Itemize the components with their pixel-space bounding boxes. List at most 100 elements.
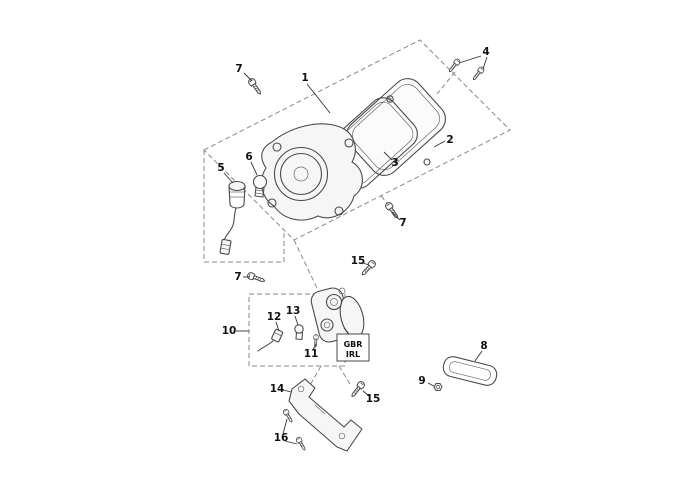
bolt-icon-16a [281,407,295,424]
wire-connector-line-2 [220,247,230,251]
leader-15a [362,262,370,266]
bracket-boss [338,287,346,295]
leader-12 [275,321,280,332]
license-bracket [288,378,363,452]
housing-mount-hole-3 [334,206,344,216]
housing-mount-hole-1 [272,142,282,152]
housing-bulb-opening-outer [273,146,329,202]
leader-4a [458,55,482,64]
screw-icon-4a [446,57,462,74]
part-callout-7b: 7 [399,217,406,229]
part-callout-6: 6 [245,151,252,163]
license-bracket-body [288,378,363,452]
part-callout-11: 11 [304,348,319,360]
connector-dashed-3 [436,71,456,95]
part-callout-3: 3 [391,157,398,169]
socket-wire [223,207,237,241]
part-callout-15b: 15 [366,393,381,405]
leader-7a [243,72,253,82]
connector-dashed-5 [338,365,351,385]
reflector [442,356,498,386]
part-callout-16: 16 [274,432,289,444]
bolt-icon-16b [294,435,308,452]
part-callouts: 7 1 4 2 3 5 6 7 7 15 10 12 13 11 8 9 14 … [217,46,489,444]
tail-lens [346,78,446,176]
grommet-hole-large [325,293,343,311]
reflector-inner [449,361,491,381]
leader-1 [306,83,331,114]
region-code-line2: IRL [346,350,360,359]
leader-13 [294,315,299,326]
nut-icon-9 [433,383,443,391]
reflector-outline [442,356,498,386]
lead-wire-12 [257,328,284,352]
leader-9 [427,382,435,387]
bulb-base-thread-2 [254,192,264,195]
screw-icon-7b [383,200,401,221]
part-callout-14: 14 [270,383,285,395]
lens-screw-hole-top [386,95,394,103]
part-callout-9: 9 [418,375,425,387]
wire12-cable [257,340,274,352]
leader-5 [223,172,234,184]
wire12-connector-line [274,332,282,337]
leader-16b [284,440,298,445]
main-assembly-dashed-parallelogram [203,39,511,241]
part-callout-1: 1 [301,72,308,84]
housing-bulb-opening-center [293,166,309,182]
connector-dashed-4 [308,365,322,388]
housing-mount-hole-4 [344,138,354,148]
lens-screw-hole-bottom [423,158,431,166]
region-code-box: GBR IRL [336,327,370,362]
bulb-glass [252,174,268,190]
part-callout-4: 4 [482,46,489,58]
leader-16a [282,418,288,435]
leader-lines [223,55,488,445]
screw-icon-7c [246,271,267,285]
socket-rim [228,180,246,192]
tail-light-housing [261,123,363,221]
screw-icon-15b [348,379,367,400]
lens-outline [346,78,446,176]
small-bulb-glass [294,324,304,334]
part-callout-5: 5 [217,162,224,174]
part-callout-10: 10 [222,325,237,337]
leader-7b [391,211,401,221]
connector-dashed-1 [293,239,318,289]
bulb-base [254,186,265,198]
leader-6 [250,161,258,176]
bulb-socket-assembly [219,180,246,255]
part-callout-2: 2 [446,134,453,146]
grommet-hole-large-center [330,298,338,306]
rear-bracket-unit [310,287,365,343]
screw-icon-7a [246,76,264,97]
bracket-slot [314,404,326,415]
leader-11 [312,343,317,351]
leader-2 [433,140,446,148]
part-callout-15a: 15 [351,255,366,267]
small-bulb-13 [294,324,304,341]
bulb-base-thread-1 [254,189,265,192]
part-callout-7a: 7 [235,63,242,75]
part-callout-12: 12 [267,311,282,323]
tail-bulb [252,174,268,198]
socket-body [228,185,246,209]
grommet-hole-small-center [323,321,331,329]
leader-4b [482,56,488,70]
part-callout-8: 8 [480,340,487,352]
bracket-hole-1 [297,385,305,393]
leader-8 [474,350,483,362]
region-code-line1: GBR [344,340,363,349]
region-box-frame [336,333,370,362]
housing-mount-hole-2 [267,198,277,208]
leader-3 [383,151,393,161]
housing-body [261,123,363,221]
leader-15b [362,390,370,397]
part-callout-7c: 7 [234,271,241,283]
grommet-hole-small [320,318,334,332]
small-bulb-base [295,331,304,341]
wire-connector [219,238,232,255]
lens-inner-line [352,84,440,170]
